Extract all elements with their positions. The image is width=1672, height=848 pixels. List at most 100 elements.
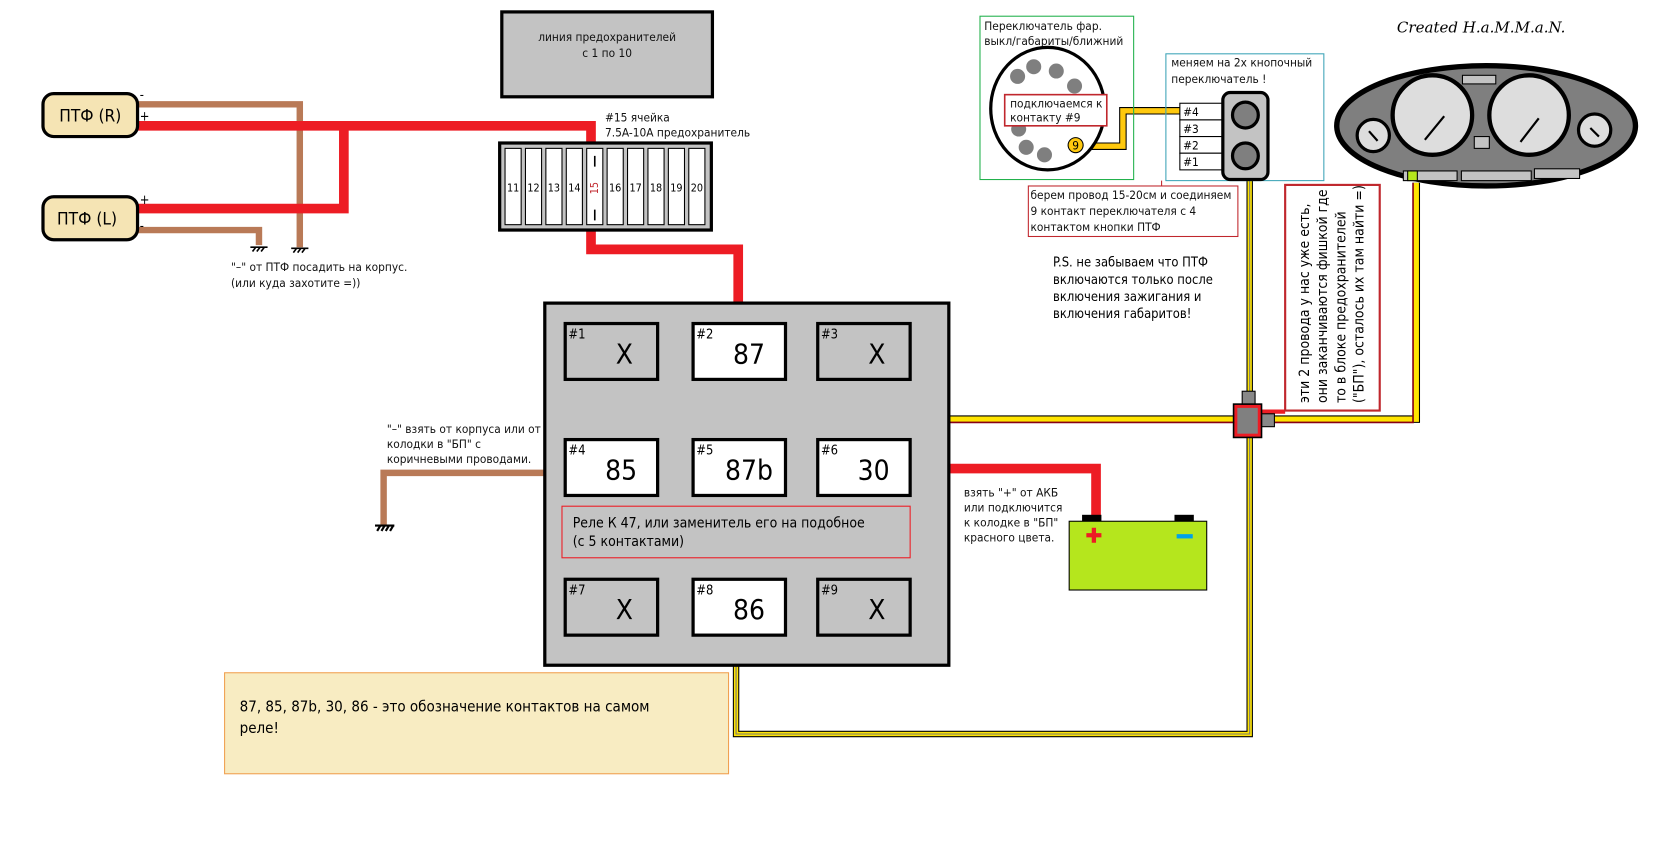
contact-value: 30	[858, 453, 890, 486]
relay-contact: #3X	[816, 321, 912, 382]
relay-label: (с 5 контактами)	[573, 534, 684, 550]
contact-value: X	[868, 337, 885, 370]
fuse-number: 11	[507, 181, 519, 194]
battery-note: или подключится	[964, 501, 1063, 515]
connector-plug	[1232, 390, 1275, 439]
fuse-number: 14	[568, 181, 580, 194]
button-pin: #2	[1183, 138, 1199, 152]
fuse-line-box: линия предохранителей с 1 по 10	[500, 10, 715, 99]
minus-terminal: -	[140, 88, 144, 103]
svg-text:линия предохранителей: линия предохранителей	[538, 30, 676, 44]
relay-contact: #6 30	[816, 437, 912, 498]
contact-value: 86	[733, 593, 765, 626]
ground-symbols	[250, 246, 395, 532]
relay-contact: #287	[691, 321, 788, 382]
brown-wires	[137, 101, 545, 525]
pin-9: 9	[1072, 138, 1079, 152]
plus-icon	[1086, 527, 1102, 543]
fuse-slot: 20	[688, 147, 706, 226]
relay-contact: #8 86	[691, 577, 788, 637]
fuse-number: 13	[548, 181, 560, 194]
button-switch: меняем на 2х кнопочный переключатель ! #…	[1165, 53, 1325, 182]
minus-terminal: -	[140, 219, 144, 234]
fuse-slot: 14	[565, 147, 583, 226]
relay-ground-note: колодки в "БП" с	[387, 437, 481, 451]
fuse-slot: 13	[545, 147, 563, 226]
svg-text:подключаемся к: подключаемся к	[1010, 97, 1103, 111]
bottom-note: 87, 85, 87b, 30, 86 - это обозначение ко…	[224, 672, 730, 775]
svg-text:87, 85, 87b, 30, 86 - это обоз: 87, 85, 87b, 30, 86 - это обозначение ко…	[240, 697, 650, 715]
relay-ground-note: "–" взять от корпуса или от	[387, 422, 541, 436]
ground-note: (или куда захотите =))	[231, 276, 360, 290]
fuse-slot: 19	[667, 147, 686, 226]
relay-contact: #1X	[563, 321, 660, 382]
side-note-box: эти 2 провода у нас уже есть, они заканч…	[1284, 183, 1381, 412]
svg-text:с 1 по 10: с 1 по 10	[582, 46, 632, 60]
fuse-number: 19	[670, 181, 682, 194]
plus-terminal: +	[140, 193, 150, 208]
relay-ground-note: коричневыми проводами.	[387, 452, 531, 466]
fuse-note: #15 ячейка	[605, 111, 670, 125]
light-switch: Переключатель фар. выкл/габариты/ближний…	[979, 15, 1135, 181]
contact-value: 87	[733, 337, 765, 370]
contact-value: 85	[605, 453, 637, 486]
ground-note: "–" от ПТФ посадить на корпус.	[231, 260, 407, 274]
button-pin: #1	[1183, 155, 1199, 169]
svg-text:включения габаритов!: включения габаритов!	[1053, 307, 1191, 322]
svg-text:они заканчиваются фишкой где: они заканчиваются фишкой где	[1315, 189, 1331, 403]
contact-value: X	[868, 593, 885, 626]
relay-contact: #4 85	[563, 437, 660, 498]
svg-text:эти 2 провода у нас уже есть,: эти 2 провода у нас уже есть,	[1297, 203, 1313, 403]
fuse-number: 15	[588, 182, 601, 194]
svg-text:переключатель !: переключатель !	[1171, 72, 1266, 86]
fuse-number: 12	[527, 181, 539, 194]
fuse-number: 17	[629, 181, 641, 194]
contact-value: X	[616, 337, 633, 370]
svg-text:включаются только после: включаются только после	[1053, 273, 1213, 288]
svg-text:9 контакт переключателя с 4: 9 контакт переключателя с 4	[1030, 204, 1196, 218]
fuse-slot: 17	[626, 147, 645, 226]
fog-lamp-right: ПТФ (R) - +	[41, 88, 150, 139]
contact-value: 87b	[725, 453, 773, 486]
relay-contact: #5 87b	[691, 437, 788, 498]
contact-id: #1	[568, 328, 585, 343]
contact-id: #4	[568, 444, 585, 459]
svg-text:Переключатель фар.: Переключатель фар.	[984, 19, 1102, 33]
svg-text:включения зажигания и: включения зажигания и	[1053, 290, 1201, 305]
battery-note: взять "+" от АКБ	[964, 486, 1058, 500]
svg-text:P.S. не забываем что ПТФ: P.S. не забываем что ПТФ	[1053, 256, 1208, 271]
fuse-slot: 15	[586, 147, 604, 226]
contact-id: #7	[568, 583, 585, 598]
svg-text:то в блоке предохранителей: то в блоке предохранителей	[1333, 211, 1349, 403]
button-pin: #4	[1183, 105, 1199, 119]
plus-terminal: +	[140, 109, 150, 124]
svg-text:выкл/габариты/ближний: выкл/габариты/ближний	[984, 34, 1123, 48]
contact-id: #9	[821, 583, 838, 598]
contact-value: X	[616, 593, 633, 626]
fuse-slot: 12	[524, 147, 543, 226]
relay-contact: #9X	[816, 577, 912, 637]
battery-note: к колодке в "БП"	[964, 516, 1058, 530]
svg-text:контакту #9: контакту #9	[1010, 111, 1081, 125]
relay-label: Реле К 47, или заменитель его на подобно…	[573, 516, 865, 532]
contact-id: #5	[696, 444, 713, 459]
svg-text:реле!: реле!	[240, 719, 279, 737]
contact-id: #6	[821, 444, 838, 459]
author-credit: Created H.a.M.M.a.N.	[1397, 18, 1566, 36]
button-pin: #3	[1183, 122, 1199, 136]
fuse-number: 16	[609, 181, 621, 194]
battery-note: красного цвета.	[964, 531, 1055, 545]
wire-note-box: берем провод 15-20см и соединяем 9 конта…	[1027, 180, 1239, 238]
contact-id: #8	[696, 583, 713, 598]
relay-contact: #7X	[563, 577, 660, 637]
lamp-label: ПТФ (R)	[59, 107, 121, 127]
minus-icon	[1176, 534, 1193, 539]
svg-text:("БП"), осталось их там найти: ("БП"), осталось их там найти =)	[1352, 185, 1368, 403]
fog-lamp-left: ПТФ (L) + -	[41, 193, 150, 242]
svg-text:меняем на 2х кнопочный: меняем на 2х кнопочный	[1171, 56, 1312, 70]
contact-id: #3	[821, 328, 838, 343]
fuse-number: 20	[691, 181, 703, 194]
